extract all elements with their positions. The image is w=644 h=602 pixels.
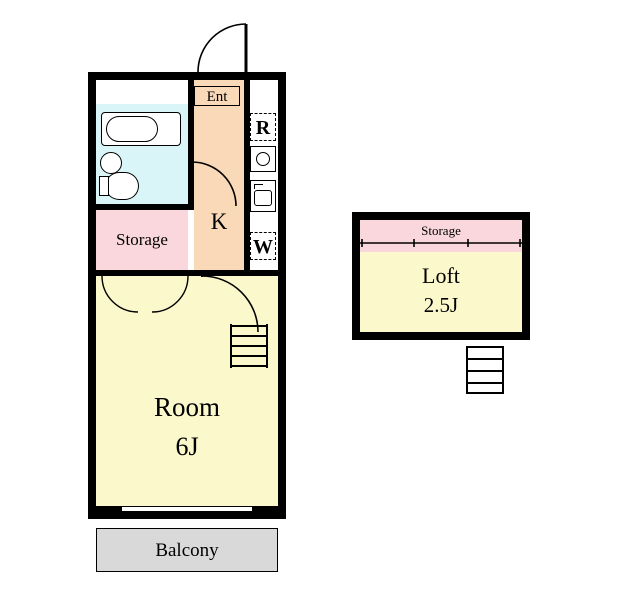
loft-ladder-room-icon bbox=[230, 324, 268, 368]
refrigerator-box bbox=[250, 113, 276, 141]
stove-burner-icon bbox=[256, 152, 270, 166]
closet-door-swing-icon bbox=[101, 274, 189, 313]
entrance-label-box bbox=[194, 86, 240, 106]
loft-storage-area bbox=[360, 220, 522, 252]
loft-size-label: 2.5J bbox=[423, 293, 459, 317]
entrance-door-recess bbox=[194, 22, 246, 72]
storage-main-label: Storage bbox=[116, 230, 168, 249]
room-door-header bbox=[198, 272, 260, 275]
storage-bottom-wall bbox=[96, 270, 278, 276]
toilet-icon bbox=[105, 172, 139, 200]
loft-ladder-icon bbox=[466, 346, 504, 394]
storage-main-area bbox=[96, 210, 188, 270]
kitchen-faucet-icon bbox=[254, 184, 263, 189]
bathroom-door-swing-icon bbox=[190, 161, 237, 207]
bath-hall-divider-wall bbox=[188, 80, 194, 204]
kitchen-label: K bbox=[210, 209, 228, 234]
kitchen-sink-basin-icon bbox=[254, 190, 272, 206]
sink-icon bbox=[100, 152, 122, 174]
kitchen-column-wall bbox=[244, 80, 250, 270]
balcony-area bbox=[96, 528, 278, 572]
room-window-opening bbox=[122, 507, 252, 511]
loft-storage-door-icon bbox=[360, 239, 522, 247]
toilet-tank-icon bbox=[99, 176, 109, 196]
main-room-label: Room bbox=[153, 392, 220, 422]
room-entry-door-swing-icon bbox=[201, 275, 259, 333]
loft-label: Loft bbox=[422, 263, 460, 288]
washer-box bbox=[250, 232, 276, 260]
bathtub-inner-oval bbox=[106, 116, 158, 142]
bath-bottom-wall bbox=[96, 204, 194, 210]
entrance-label: Ent bbox=[206, 89, 228, 105]
main-room-area bbox=[96, 276, 278, 506]
main-room-size-label: 6J bbox=[175, 432, 199, 461]
washer-label: W bbox=[253, 236, 273, 258]
entrance-hall-area bbox=[194, 80, 244, 270]
refrigerator-label: R bbox=[255, 117, 271, 139]
loft-storage-label: Storage bbox=[421, 223, 461, 238]
bathroom-top-strip bbox=[96, 80, 188, 104]
entrance-door-swing-icon bbox=[197, 23, 248, 73]
balcony-label: Balcony bbox=[155, 540, 219, 561]
